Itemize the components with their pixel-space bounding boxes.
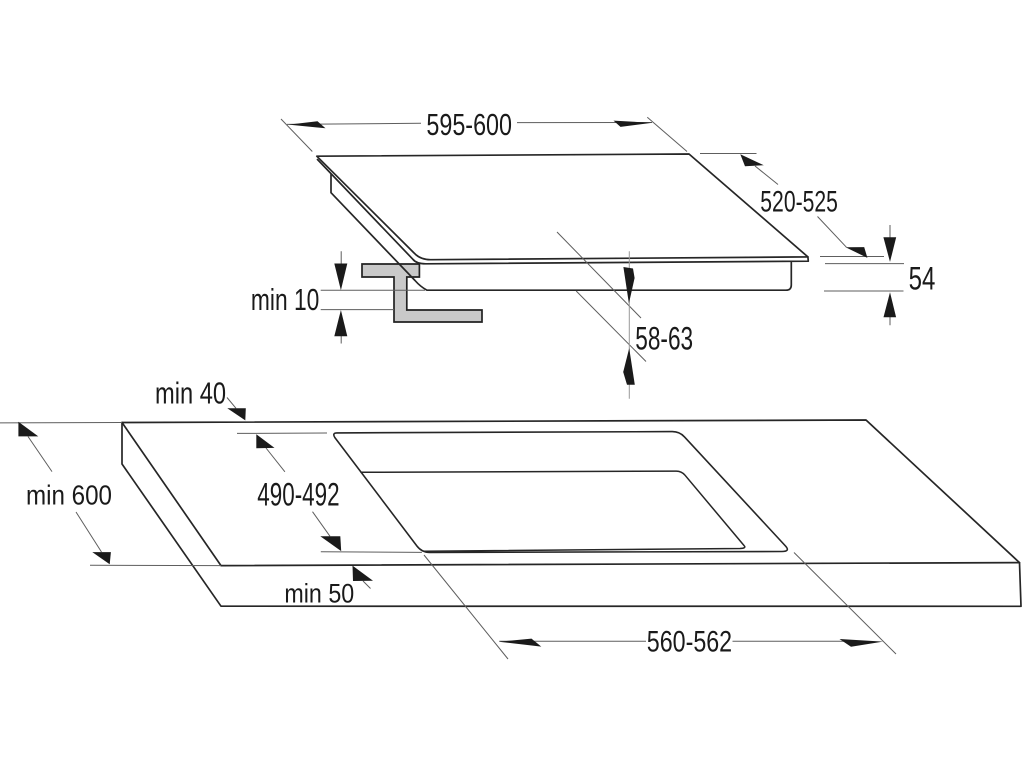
svg-text:560-562: 560-562 <box>647 625 732 658</box>
svg-text:min 40: min 40 <box>155 376 226 411</box>
svg-text:min 10: min 10 <box>251 282 319 317</box>
svg-text:min 600: min 600 <box>26 480 112 511</box>
svg-text:490-492: 490-492 <box>257 476 339 512</box>
svg-text:58-63: 58-63 <box>635 321 693 357</box>
svg-text:min 50: min 50 <box>284 578 354 608</box>
svg-text:595-600: 595-600 <box>426 107 512 142</box>
svg-text:520-525: 520-525 <box>760 186 838 219</box>
svg-text:54: 54 <box>909 261 936 297</box>
